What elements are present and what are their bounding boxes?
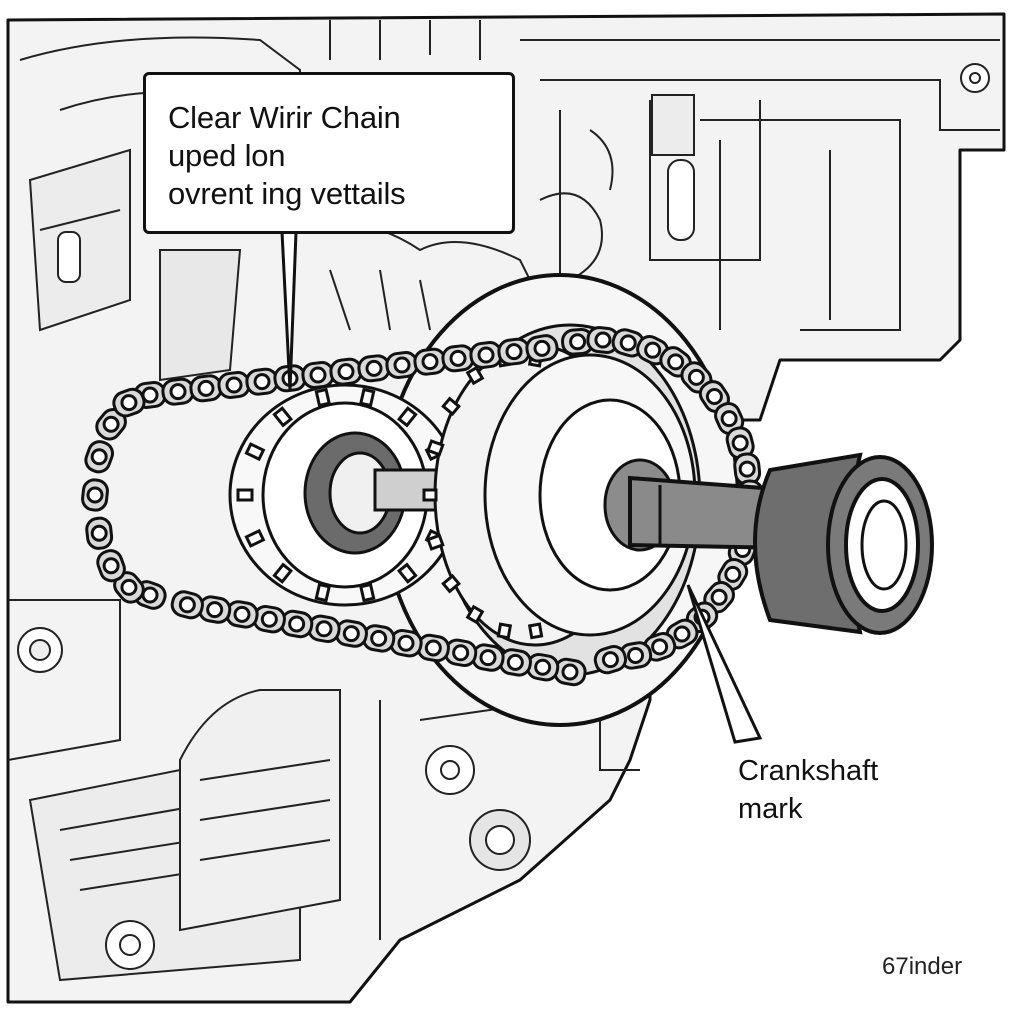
chain-pin (533, 339, 551, 357)
crankshaft-label-line-2: mark (738, 793, 803, 825)
sprocket-tooth (359, 387, 376, 408)
sprocket-tooth (527, 622, 544, 640)
chain-pin (342, 625, 360, 643)
sprocket-tooth (422, 488, 438, 502)
chain-pin (738, 460, 756, 478)
chain-pin (86, 486, 104, 504)
sprocket-tooth (272, 562, 294, 584)
chain-pin (619, 334, 637, 352)
sprocket-tooth (396, 562, 418, 584)
chain-pin (724, 565, 742, 583)
callout-line-2: uped lon (168, 138, 286, 173)
chain-pin (225, 376, 243, 394)
chain-pin (397, 634, 415, 652)
chain-pin (601, 651, 619, 669)
chain-pin (705, 388, 723, 406)
crankshaft-mark-pointer (686, 584, 763, 744)
sprocket-tooth (244, 528, 266, 548)
chain-pin (477, 346, 495, 364)
sprocket-tooth (426, 439, 445, 457)
chain-pin (687, 368, 705, 386)
chain-pin (309, 366, 327, 384)
sprocket-tooth (314, 387, 331, 408)
chain-pin (710, 588, 728, 606)
chain-pin (393, 356, 411, 374)
chain-pin (260, 610, 278, 628)
sprocket-tooth (272, 406, 294, 428)
chain-pin (644, 341, 662, 359)
chain-pin (561, 663, 579, 681)
chain-pin (452, 644, 470, 662)
crankshaft (628, 452, 934, 635)
callout-box: Clear Wirir Chain uped lon ovrent ing ve… (143, 72, 515, 234)
chain-pin (651, 638, 669, 656)
engine-lower-details (7, 599, 640, 982)
chain-pin (315, 620, 333, 638)
chain-pin (120, 394, 138, 412)
chain-pin (233, 605, 251, 623)
chain-pin (141, 386, 159, 404)
chain-pin (288, 615, 306, 633)
sprocket-tooth (244, 442, 266, 462)
sprocket-tooth (441, 573, 461, 594)
callout-line-1: Clear Wirir Chain (168, 100, 401, 135)
chain-pin (594, 331, 612, 349)
chain-pin (253, 373, 271, 391)
chain-pin (505, 343, 523, 361)
chain-pin (90, 448, 108, 466)
sprocket-tooth (465, 365, 485, 386)
chain-pin (102, 415, 120, 433)
chain-pin (720, 410, 738, 428)
chain-pin (569, 333, 587, 351)
sprocket-tooth (441, 396, 461, 417)
chain-pin (479, 649, 497, 667)
chain-pin (627, 646, 645, 664)
chain-pin (370, 629, 388, 647)
chain-pin (424, 639, 442, 657)
figure-code: 67inder (882, 953, 963, 980)
chain-pin (206, 601, 224, 619)
sprocket-tooth (359, 582, 376, 603)
chain-pin (197, 379, 215, 397)
chain-pin (178, 596, 196, 614)
chain-pin (506, 653, 524, 671)
chain-pin (534, 658, 552, 676)
sprocket-tooth (426, 533, 445, 551)
chain-pin (673, 625, 691, 643)
chain-pin (667, 353, 685, 371)
chain-pin (102, 557, 120, 575)
sprocket-tooth (496, 622, 513, 640)
chain-pin (421, 353, 439, 371)
callout-line-3: ovrent ing vettails (168, 176, 406, 211)
crankshaft-mark-label: Crankshaft mark (738, 752, 998, 828)
sprocket-tooth (465, 604, 485, 625)
sprocket-tooth (236, 488, 254, 502)
chain-pin (449, 349, 467, 367)
chain-pin (120, 578, 138, 596)
sprocket-tooth (396, 406, 418, 428)
chain-pin (141, 586, 159, 604)
crankshaft-label-line-1: Crankshaft (738, 755, 879, 787)
chain-pin (731, 434, 749, 452)
chain-pin (365, 359, 383, 377)
chain-pin (337, 363, 355, 381)
chain-pin (169, 383, 187, 401)
sprocket-tooth (314, 582, 331, 603)
chain-pin (90, 524, 108, 542)
engine-details (19, 20, 1000, 382)
